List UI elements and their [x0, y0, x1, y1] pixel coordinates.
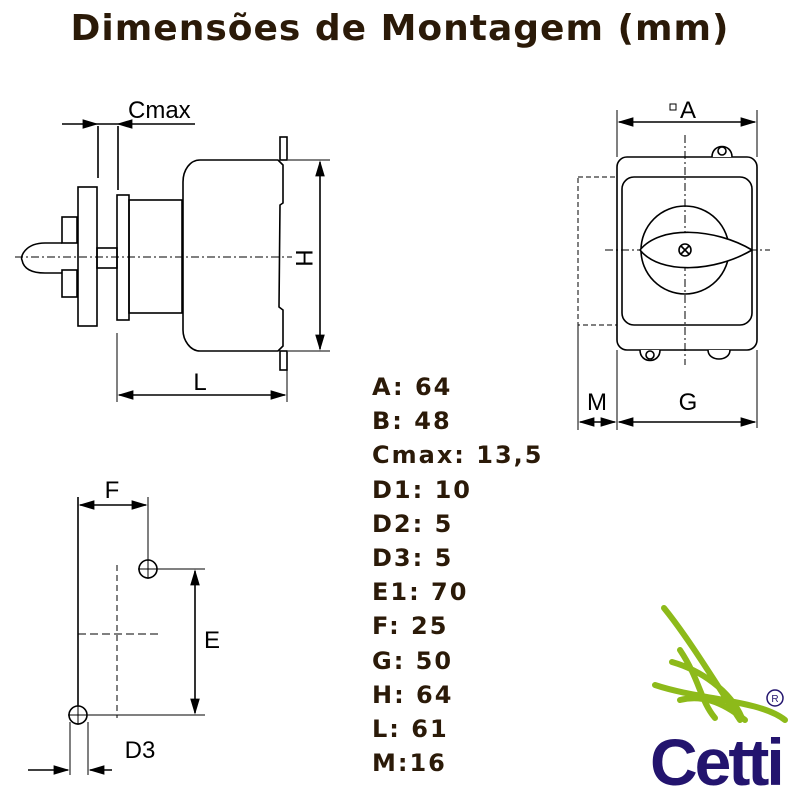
g-label: G: [679, 389, 698, 416]
spec-d3: D3: 5: [372, 544, 454, 573]
m-label: M: [587, 389, 607, 416]
a-label: A: [680, 97, 696, 124]
e-label: E: [204, 627, 220, 654]
cetti-logo: Cetti R: [650, 605, 788, 799]
spec-f: F: 25: [372, 612, 449, 641]
front-view: A M G: [577, 97, 770, 430]
spec-e1: E1: 70: [372, 578, 469, 607]
page-title: Dimensões de Montagem (mm): [70, 8, 730, 49]
spec-cmax: Cmax: 13,5: [372, 441, 544, 470]
f-label: F: [105, 477, 120, 504]
d3-label: D3: [125, 737, 156, 764]
registered-mark: R: [771, 694, 778, 705]
logo-wordmark: Cetti: [650, 725, 782, 799]
spec-g: G: 50: [372, 646, 454, 675]
drilling-pattern: F E D3: [28, 477, 220, 775]
l-label: L: [193, 369, 206, 396]
dimension-list: A: 64 B: 48 Cmax: 13,5 D1: 10 D2: 5 D3: …: [372, 370, 543, 780]
spec-h: H: 64: [372, 680, 454, 709]
h-label: H: [290, 249, 317, 266]
cmax-label: Cmax: [128, 97, 191, 124]
spec-l: L: 61: [372, 715, 449, 744]
spec-a: A: 64: [372, 373, 453, 401]
side-view: Cmax H L: [15, 97, 330, 402]
spec-b: B: 48: [372, 407, 452, 436]
spec-m: M:16: [372, 749, 447, 778]
spec-d1: D1: 10: [372, 475, 472, 504]
spec-d2: D2: 5: [372, 509, 454, 538]
